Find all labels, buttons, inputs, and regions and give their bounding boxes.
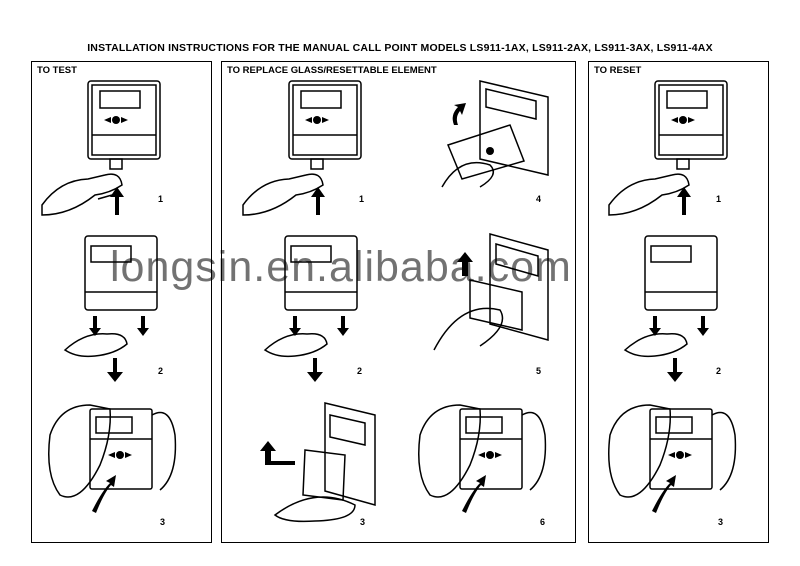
call-point-glass-slide-illustration	[440, 75, 560, 195]
step-number: 5	[536, 366, 541, 376]
step-number: 4	[536, 194, 541, 204]
call-point-key-insert-illustration	[40, 75, 180, 225]
call-point-hands-illustration	[600, 395, 740, 525]
call-point-hands-illustration	[40, 395, 180, 525]
call-point-open-illustration	[615, 232, 735, 382]
call-point-key-insert-illustration	[241, 75, 381, 225]
call-point-hands-illustration	[410, 395, 550, 525]
call-point-key-insert-illustration	[597, 75, 737, 225]
document-title: INSTALLATION INSTRUCTIONS FOR THE MANUAL…	[0, 42, 800, 54]
call-point-element-removal-illustration	[255, 395, 385, 525]
watermark: longsin.en.alibaba.com	[110, 243, 572, 292]
